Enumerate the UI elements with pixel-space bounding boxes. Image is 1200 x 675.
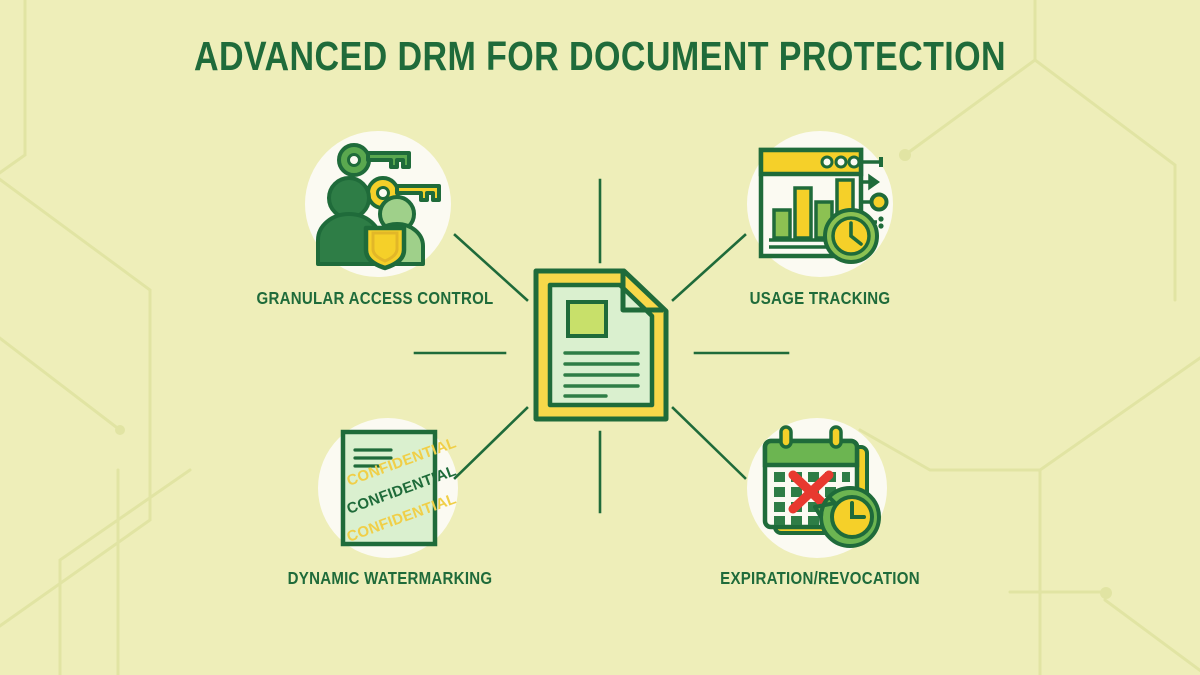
shield-icon (363, 225, 407, 271)
connector-to-expiration (671, 406, 747, 480)
granular-access-control-label: GRANULAR ACCESS CONTROL (256, 288, 494, 308)
expiration-revocation-label: EXPIRATION/REVOCATION (720, 568, 920, 588)
connector-to-usage-tracking (671, 233, 747, 302)
dynamic-watermarking-label: DYNAMIC WATERMARKING (287, 568, 493, 588)
window-dots-icon (820, 155, 861, 169)
usage-tracking-label: USAGE TRACKING (749, 288, 891, 308)
calendar-rings (779, 425, 843, 449)
connector-to-access-control (453, 233, 529, 302)
expiration-revocation-icon (757, 425, 885, 550)
usage-tracking-icon (757, 140, 893, 268)
green-key-icon (337, 143, 411, 177)
dynamic-watermarking-icon: CONFIDENTIAL CONFIDENTIAL CONFIDENTIAL (339, 428, 459, 548)
connector-to-watermarking (453, 406, 529, 480)
center-document (528, 265, 674, 425)
calendar-header (762, 438, 860, 468)
tick-highlight-dot (869, 192, 889, 212)
rewind-clock-icon (813, 486, 881, 548)
document-text-lines (563, 351, 640, 398)
clock-icon (823, 208, 879, 264)
document-thumbnail (566, 300, 608, 338)
watermark-page-lines (353, 448, 393, 468)
document-fold-corner (620, 272, 663, 313)
page-title: ADVANCED DRM FOR DOCUMENT PROTECTION (193, 33, 1007, 79)
granular-access-control-icon (313, 138, 449, 271)
